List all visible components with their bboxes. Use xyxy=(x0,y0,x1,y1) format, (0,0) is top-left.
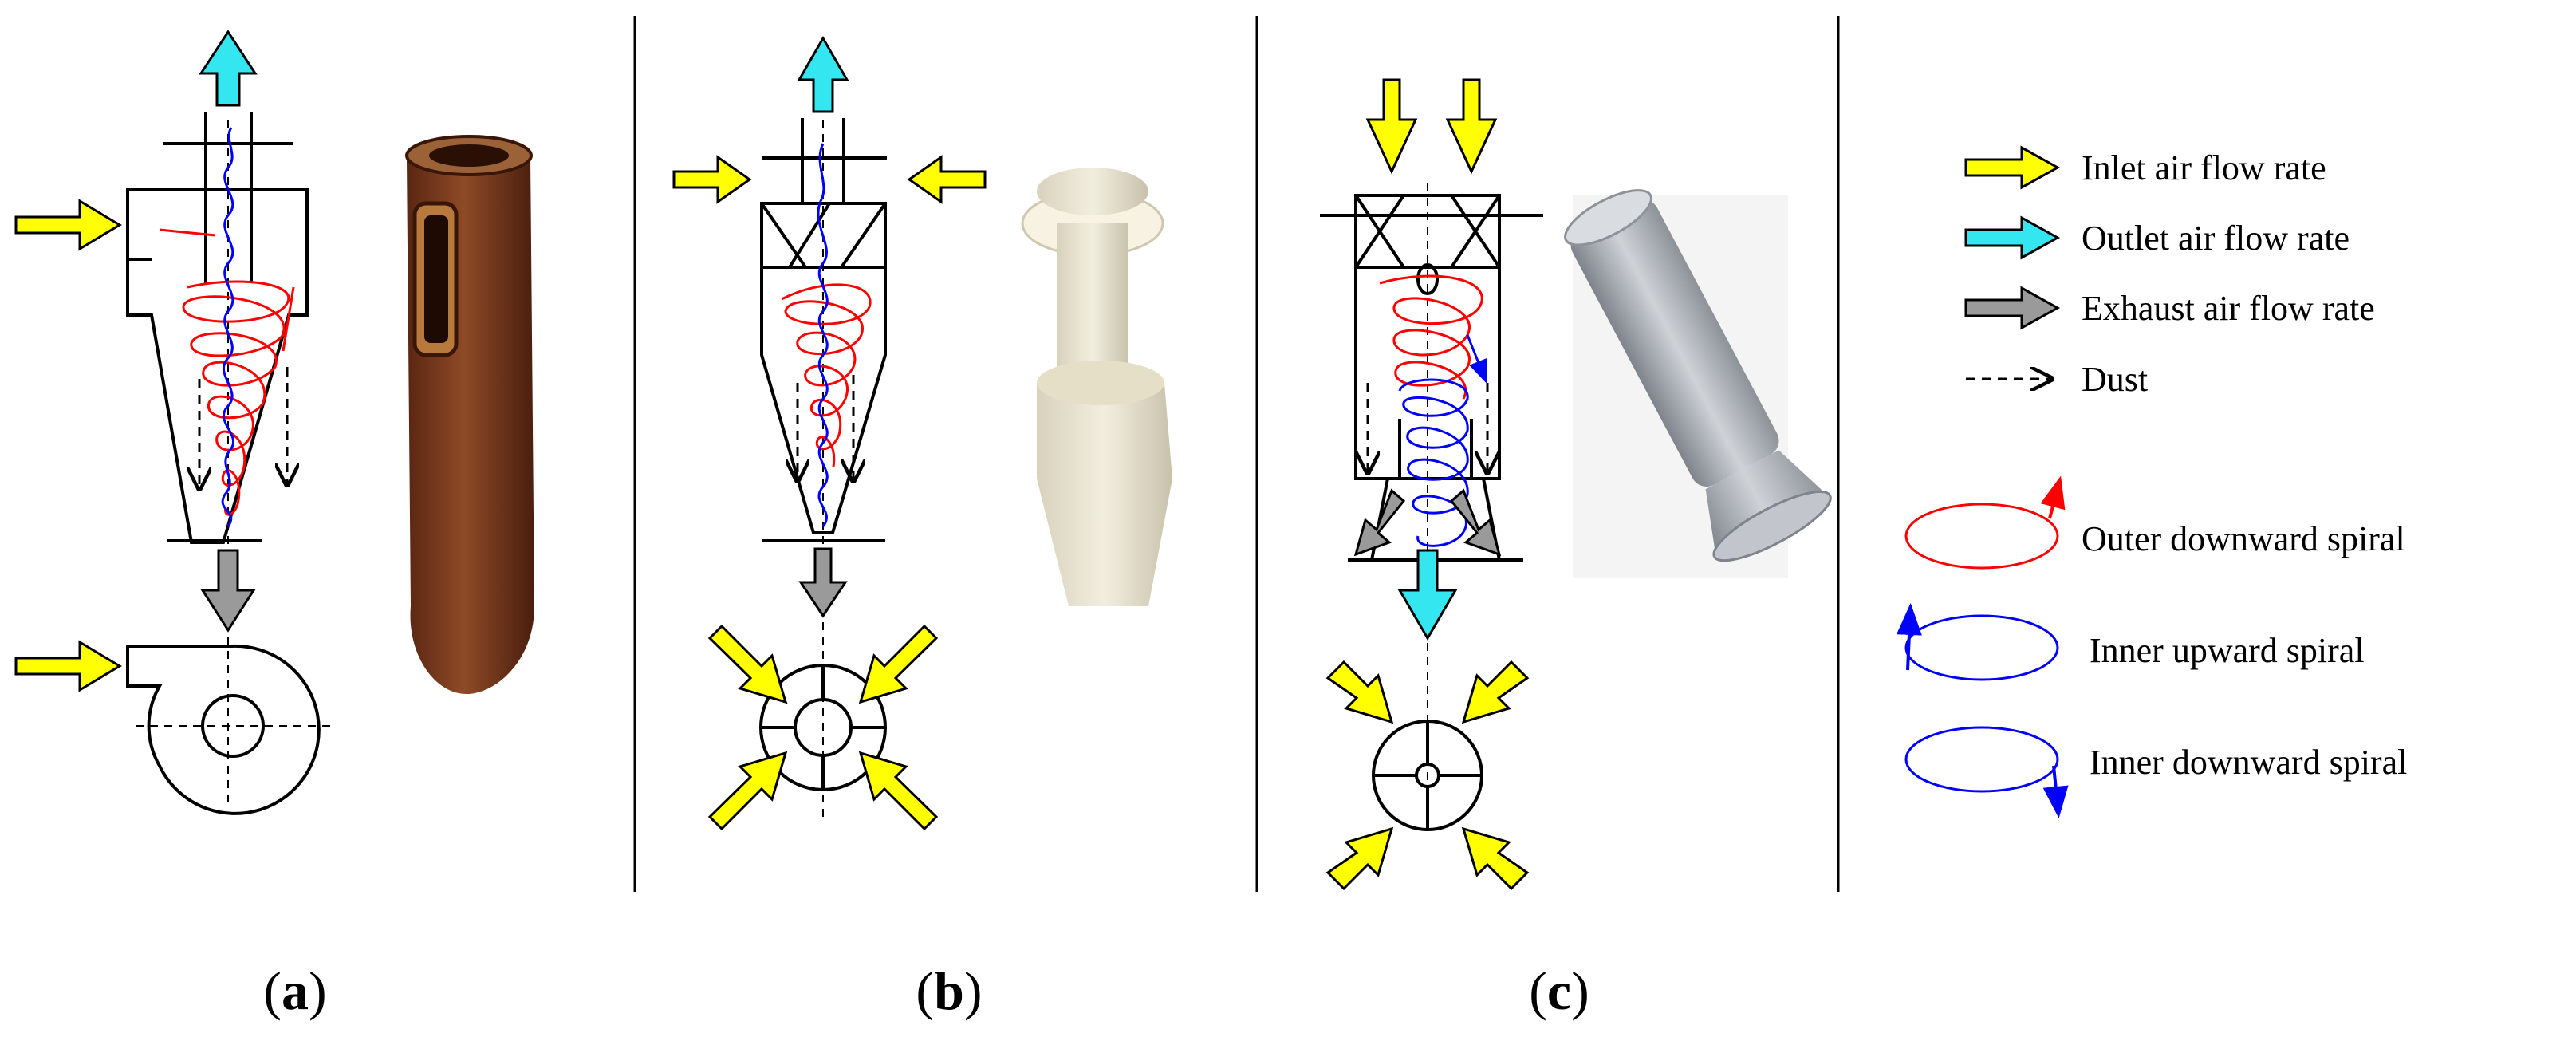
panel-c-outer-spiral xyxy=(1379,274,1483,400)
panel-b-exhaust-arrow xyxy=(798,547,848,618)
legend-outlet-label: Outlet air flow rate xyxy=(2082,219,2350,258)
panel-c: (c) xyxy=(1320,78,1832,1021)
panel-b: (b) xyxy=(672,35,1172,1021)
panel-a-top-inlet-arrow xyxy=(14,640,122,692)
panel-c-dust-arrows xyxy=(1368,383,1487,471)
legend-exhaust-arrow xyxy=(1964,286,2061,330)
panel-c-exhaust-arrow-left xyxy=(1353,488,1406,557)
panel-b-inlet-arrow-left xyxy=(672,155,752,204)
panel-b-outlet-arrow xyxy=(797,35,849,113)
panel-c-exhaust-arrow-right xyxy=(1449,488,1502,557)
legend-dust-label: Dust xyxy=(2082,360,2148,399)
legend-outlet-arrow xyxy=(1964,215,2061,260)
panel-separators xyxy=(633,16,1840,892)
panel-b-caption: (b) xyxy=(916,960,982,1021)
panel-a-caption: (a) xyxy=(263,960,326,1021)
panel-a-cyclone-outline xyxy=(126,112,309,806)
panel-b-top-inlet-arrows xyxy=(707,624,939,831)
panel-a: (a) xyxy=(14,30,534,1021)
panel-b-inner-spiral xyxy=(817,143,829,527)
panel-a-photo xyxy=(405,135,534,694)
panel-c-inlet-arrow-left xyxy=(1365,78,1418,175)
legend-inner-down-spiral-icon xyxy=(1904,726,2059,793)
panel-b-dust-arrows xyxy=(798,375,853,479)
panel-c-outlet-arrow xyxy=(1397,549,1458,641)
panel-b-outer-spiral xyxy=(781,283,872,467)
panel-a-exhaust-arrow xyxy=(200,549,256,633)
legend-outer-spiral-label: Outer downward spiral xyxy=(2082,519,2405,558)
panel-c-caption: (c) xyxy=(1529,960,1589,1021)
legend-inner-up-spiral-icon xyxy=(1904,614,2059,681)
legend: Inlet air flow rate Outlet air flow rate… xyxy=(1896,145,2407,818)
legend-inlet-arrow xyxy=(1964,145,2061,190)
panel-c-top-inlet-arrows xyxy=(1325,660,1530,891)
panel-a-inlet-arrow xyxy=(14,199,122,251)
legend-inner-up-spiral-label: Inner upward spiral xyxy=(2090,631,2365,670)
panel-a-top-view xyxy=(126,644,335,815)
panel-c-photo xyxy=(1564,189,1832,578)
panel-c-top-view xyxy=(1372,720,1483,831)
panel-c-inlet-arrow-right xyxy=(1445,78,1498,175)
panel-c-inner-spiral xyxy=(1398,378,1469,547)
panel-b-inlet-arrow-right xyxy=(907,155,987,204)
panel-a-outer-spiral xyxy=(159,228,295,516)
legend-inlet-label: Inlet air flow rate xyxy=(2082,148,2326,187)
panel-b-top-view xyxy=(759,664,887,791)
panel-a-outlet-arrow xyxy=(199,30,258,107)
legend-outer-spiral-icon xyxy=(1904,503,2059,570)
panel-a-dust-arrows xyxy=(199,367,287,487)
panel-b-photo xyxy=(1021,168,1172,606)
panel-c-cyclone-outline xyxy=(1320,183,1543,830)
legend-exhaust-label: Exhaust air flow rate xyxy=(2082,289,2375,328)
panel-b-cyclone-outline xyxy=(760,118,887,822)
panel-a-inner-spiral xyxy=(221,127,235,527)
legend-inner-down-spiral-label: Inner downward spiral xyxy=(2090,743,2407,782)
